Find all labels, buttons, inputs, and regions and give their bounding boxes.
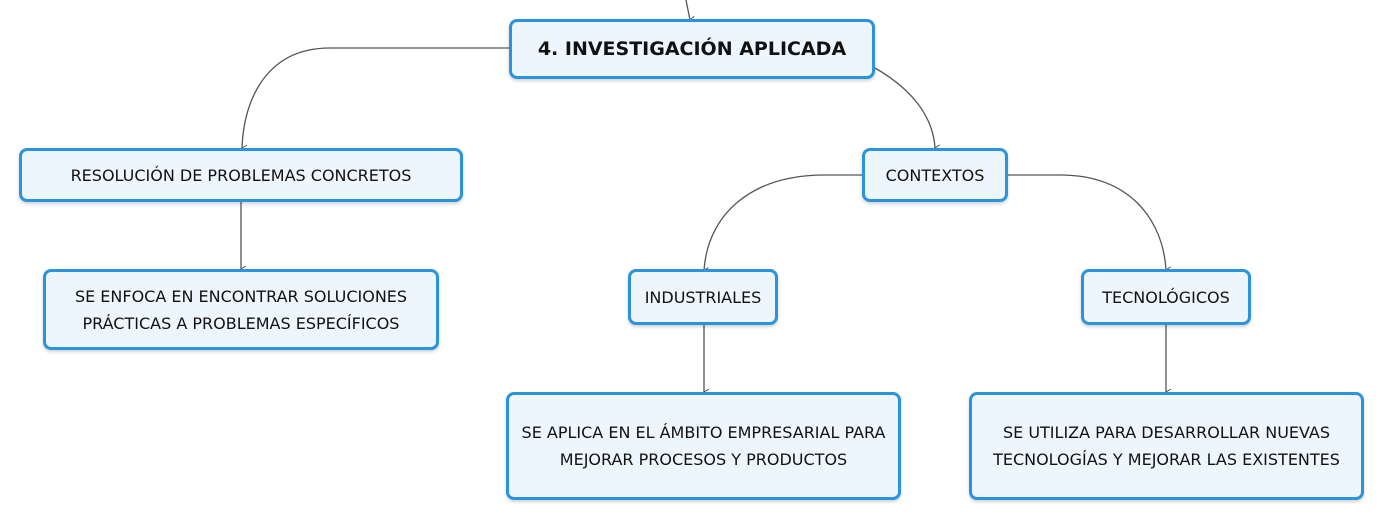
node-industriales[interactable]: INDUSTRIALES	[628, 269, 778, 325]
node-tecnologias-line1: SE UTILIZA PARA DESARROLLAR NUEVAS	[1002, 423, 1331, 442]
node-ambito-empresarial[interactable]: SE APLICA EN EL ÁMBITO EMPRESARIAL PARA …	[506, 392, 901, 500]
node-tecnologicos-label: TECNOLÓGICOS	[1102, 287, 1230, 307]
node-enfoque-line2: PRÁCTICAS A PROBLEMAS ESPECÍFICOS	[82, 313, 400, 333]
node-nuevas-tecnologias[interactable]: SE UTILIZA PARA DESARROLLAR NUEVAS TECNO…	[969, 392, 1364, 500]
root-node-investigacion-aplicada[interactable]: 4. INVESTIGACIÓN APLICADA	[509, 19, 875, 79]
node-empresarial-line2: MEJORAR PROCESOS Y PRODUCTOS	[559, 450, 848, 469]
node-contextos-label: CONTEXTOS	[885, 165, 985, 185]
node-empresarial-line1: SE APLICA EN EL ÁMBITO EMPRESARIAL PARA	[521, 423, 886, 442]
node-contextos[interactable]: CONTEXTOS	[862, 148, 1008, 202]
connector-root-resolucion	[242, 47, 509, 148]
root-node-label: 4. INVESTIGACIÓN APLICADA	[537, 37, 847, 60]
node-resolucion-de-problemas[interactable]: RESOLUCIÓN DE PROBLEMAS CONCRETOS	[19, 148, 463, 202]
connector-contextos-industriales	[704, 174, 863, 270]
connector-incoming-root	[685, 0, 690, 20]
node-industriales-label: INDUSTRIALES	[644, 287, 762, 307]
node-enfoque-soluciones[interactable]: SE ENFOCA EN ENCONTRAR SOLUCIONES PRÁCTI…	[43, 269, 439, 350]
connector-contextos-tecnologicos	[1007, 174, 1166, 270]
node-tecnologicos[interactable]: TECNOLÓGICOS	[1081, 269, 1251, 325]
connector-root-contextos	[874, 67, 935, 148]
node-resolucion-label: RESOLUCIÓN DE PROBLEMAS CONCRETOS	[70, 165, 412, 185]
node-tecnologias-line2: TECNOLOGÍAS Y MEJORAR LAS EXISTENTES	[993, 450, 1340, 469]
node-enfoque-line1: SE ENFOCA EN ENCONTRAR SOLUCIONES	[74, 286, 408, 306]
